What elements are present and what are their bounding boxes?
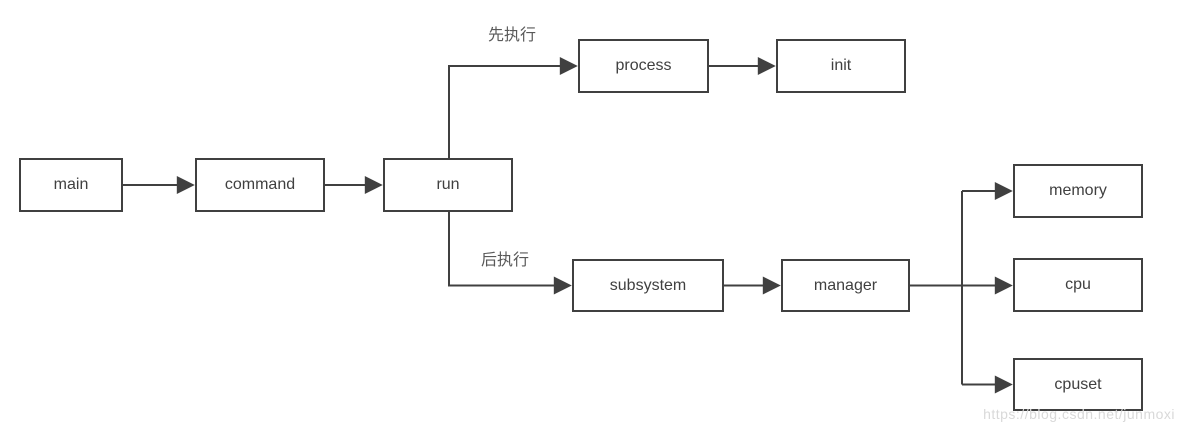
node-main: main [19, 158, 123, 212]
node-run-label: run [436, 176, 460, 193]
node-manager-label: manager [813, 276, 878, 294]
node-cpu-label: cpu [1065, 276, 1091, 293]
node-command-label: command [224, 176, 296, 193]
node-cpuset: cpuset [1013, 358, 1143, 411]
node-subsystem-label: subsystem [609, 276, 687, 294]
node-memory-label: memory [1049, 182, 1107, 199]
node-init-label: init [830, 57, 852, 74]
node-process-label: process [615, 57, 672, 74]
node-manager: manager [781, 259, 910, 312]
node-cpuset-label: cpuset [1054, 375, 1102, 393]
node-memory: memory [1013, 164, 1143, 218]
node-command: command [195, 158, 325, 212]
edge-label-execute-first: 先执行 [488, 27, 537, 44]
node-init: init [776, 39, 906, 93]
node-process: process [578, 39, 709, 93]
node-main-label: main [53, 176, 89, 193]
node-cpu: cpu [1013, 258, 1143, 312]
edge-run-process [448, 57, 578, 158]
edge-label-execute-after: 后执行 [481, 252, 530, 269]
node-run: run [383, 158, 513, 212]
watermark: https://blog.csdn.net/junmoxi [983, 406, 1175, 422]
node-subsystem: subsystem [572, 259, 724, 312]
